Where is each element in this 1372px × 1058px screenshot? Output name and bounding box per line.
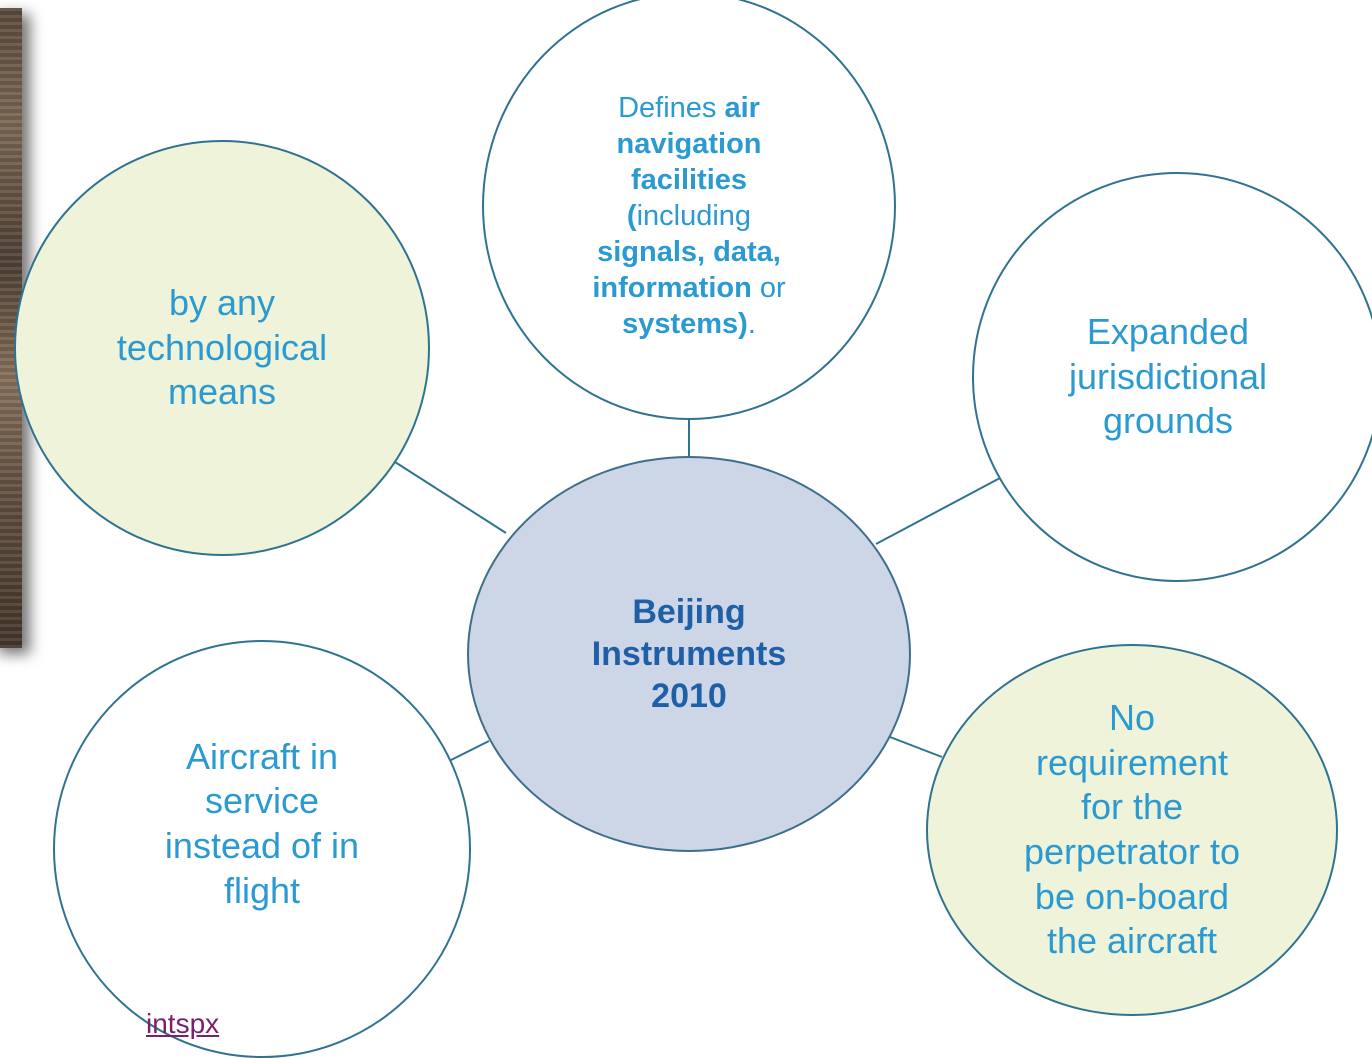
connector-bottom-left: [444, 740, 490, 764]
aircraft-in-service-text: Aircraft in service instead of in flight: [164, 735, 360, 911]
jurisdictional-grounds-text: Expanded jurisdictional grounds: [1068, 311, 1268, 442]
bubble-jurisdictional-grounds: Expanded jurisdictional grounds: [972, 172, 1372, 582]
footer-link[interactable]: intspx: [146, 1008, 220, 1039]
bubble-air-navigation-facilities: Defines air navigation facilities (inclu…: [482, 0, 896, 420]
air-navigation-facilities-text: Defines air navigation facilities (inclu…: [592, 92, 786, 340]
bubble-aircraft-in-service: Aircraft in service instead of in flight: [53, 640, 471, 1058]
bubble-beijing-instruments-2010: Beijing Instruments 2010: [467, 456, 911, 852]
connector-bottom-right: [889, 736, 943, 758]
perpetrator-on-board-text: No requirement for the perpetrator to be…: [1023, 697, 1241, 962]
connector-right: [875, 477, 1001, 545]
bubble-technological-means: by any technological means: [14, 140, 430, 556]
center-title: Beijing Instruments 2010: [591, 592, 787, 716]
technological-means-text: by any technological means: [116, 282, 328, 413]
background-photo: [0, 8, 22, 648]
connector-left: [394, 461, 507, 534]
bubble-perpetrator-on-board: No requirement for the perpetrator to be…: [926, 644, 1338, 1016]
